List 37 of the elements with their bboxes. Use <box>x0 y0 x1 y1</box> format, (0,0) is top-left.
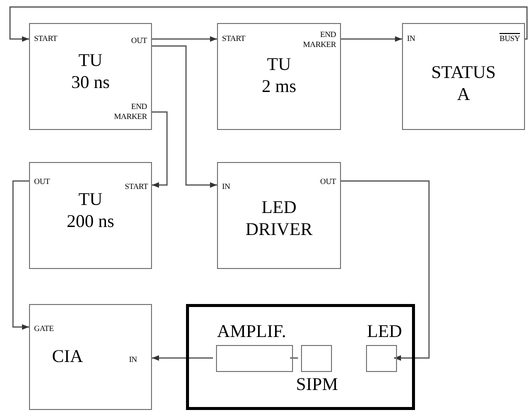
port-label: END MARKER <box>112 102 147 122</box>
timer-unit-box <box>29 23 152 130</box>
port-label: OUT <box>131 36 147 46</box>
arrow <box>152 111 168 188</box>
status-box <box>402 23 525 130</box>
arrow <box>152 45 217 188</box>
port-label: IN <box>222 182 230 192</box>
arrow <box>341 36 402 42</box>
port-label: OUT <box>320 177 336 187</box>
port-label: START <box>222 34 246 44</box>
block-label: TU 2 ms <box>260 54 298 98</box>
arrow <box>9 6 528 42</box>
arrow <box>152 36 217 42</box>
port-label: BUSY <box>499 34 520 44</box>
component-label: AMPLIF. <box>217 322 286 340</box>
component-label: LED <box>367 322 402 340</box>
port-label: IN <box>407 34 416 44</box>
timer-unit-box <box>217 23 341 130</box>
port-label: END MARKER <box>302 30 336 50</box>
port-label: IN <box>128 355 137 365</box>
component-label: SIPM <box>296 375 338 393</box>
component-label: CIA <box>52 347 83 365</box>
block-label: STATUS A <box>430 62 497 106</box>
block-label: TU 30 ns <box>70 50 111 94</box>
driver-box <box>217 162 341 269</box>
enclosure-box <box>186 304 415 410</box>
arrow <box>341 180 430 361</box>
timer-unit-box <box>29 162 152 269</box>
port-label: START <box>34 34 58 44</box>
arrow <box>12 180 29 330</box>
port-label: GATE <box>34 324 54 334</box>
port-label: START <box>124 182 148 192</box>
arrow <box>152 355 213 361</box>
block-label: LED DRIVER <box>244 197 314 240</box>
block-label: TU 200 ns <box>66 189 116 232</box>
port-label: OUT <box>34 177 50 187</box>
module-box <box>29 304 152 410</box>
